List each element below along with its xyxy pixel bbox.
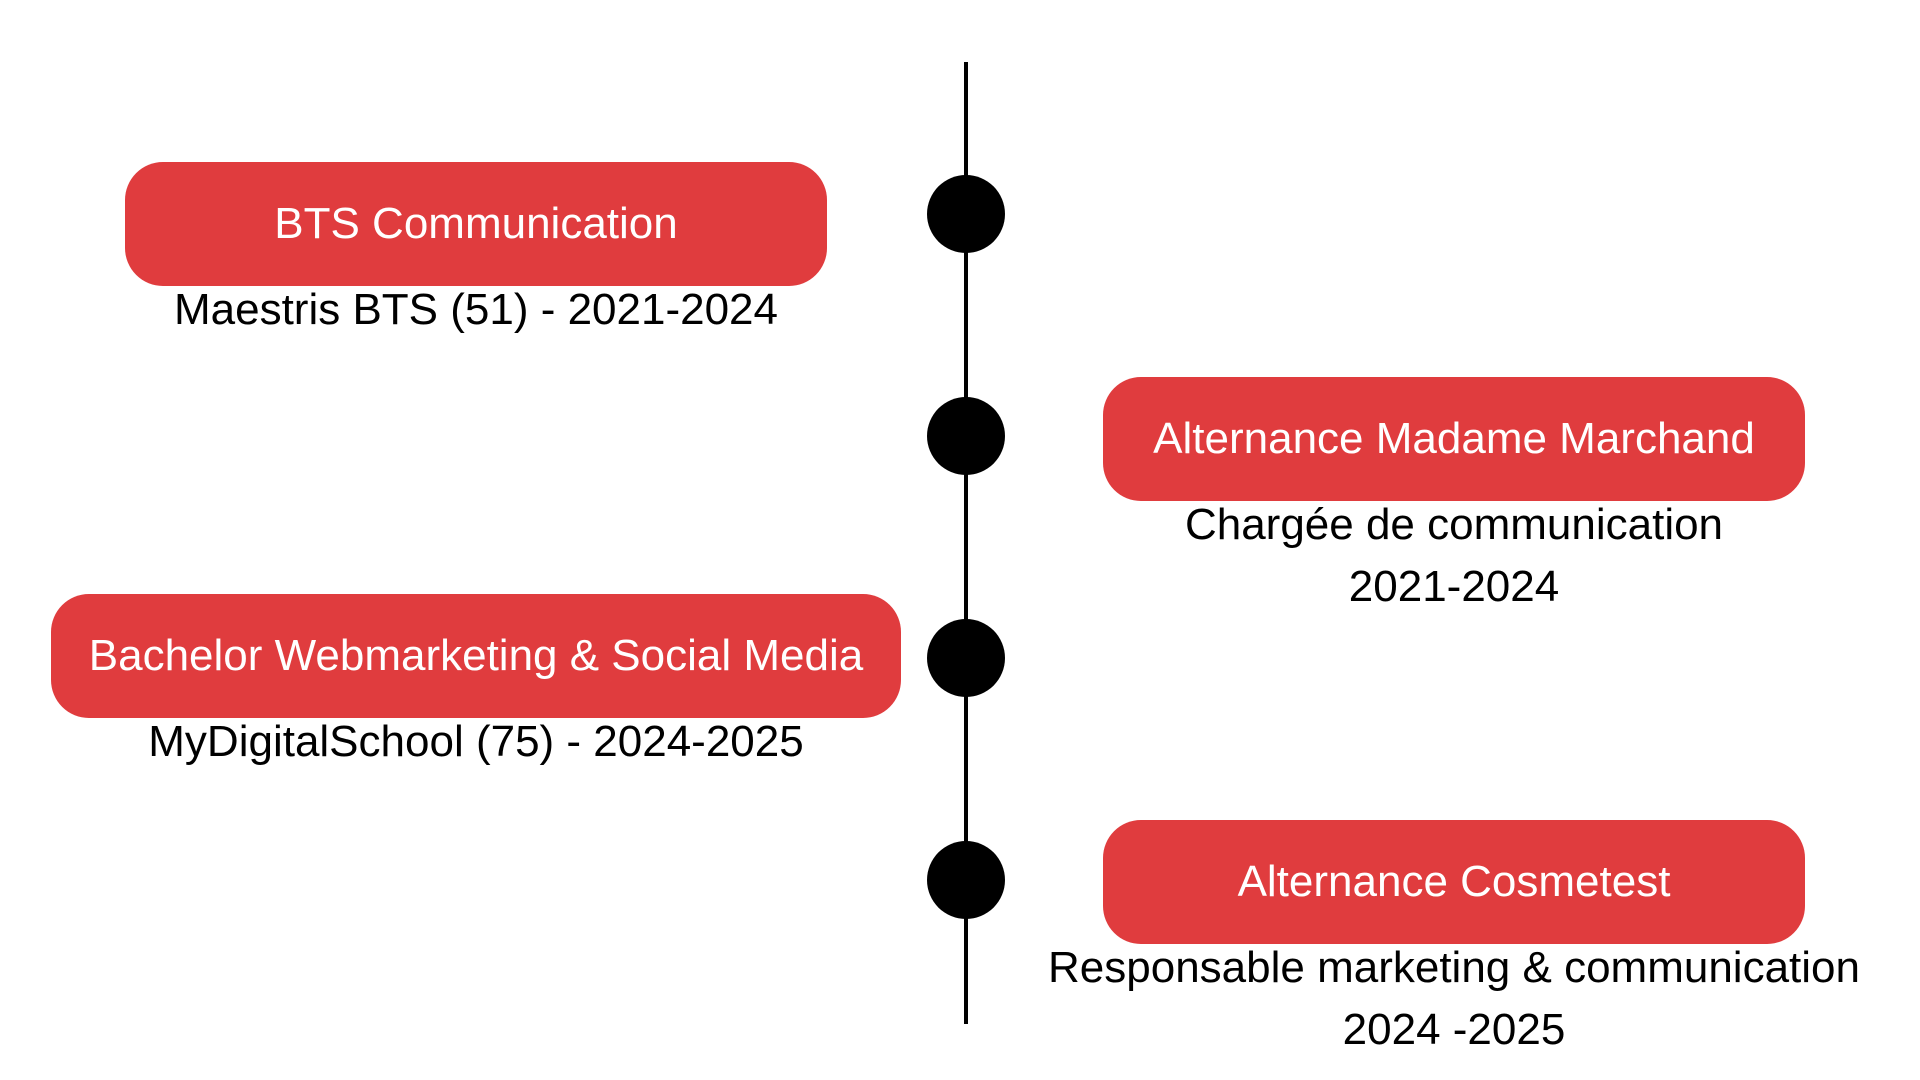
timeline-item-2-detail: Chargée de communication 2021-2024: [1054, 494, 1854, 618]
timeline-item-2-line-2: 2021-2024: [1348, 562, 1560, 611]
timeline-item-4-title-text: Alternance Cosmetest: [1237, 857, 1671, 906]
timeline-item-2-title-text: Alternance Madame Marchand: [1153, 414, 1755, 463]
timeline-item-2-title: Alternance Madame Marchand: [1103, 377, 1805, 501]
timeline-item-3-detail: MyDigitalSchool (75) - 2024-2025: [51, 711, 901, 773]
timeline-item-4-detail: Responsable marketing & communication 20…: [1044, 937, 1864, 1061]
timeline-item-4-line-1: Responsable marketing & communication: [1048, 943, 1860, 992]
timeline-item-2-line-1: Chargée de communication: [1184, 500, 1724, 549]
timeline-item-1-title: BTS Communication: [125, 162, 827, 286]
timeline-item-1-title-text: BTS Communication: [274, 199, 678, 248]
timeline-item-3-title: Bachelor Webmarketing & Social Media: [51, 594, 901, 718]
timeline-node-4: [927, 841, 1005, 919]
timeline-item-3-line-1: MyDigitalSchool (75) - 2024-2025: [148, 717, 804, 766]
timeline-item-4-line-2: 2024 -2025: [1342, 1005, 1566, 1054]
timeline-axis: [964, 62, 968, 1024]
timeline-item-3-title-text: Bachelor Webmarketing & Social Media: [88, 631, 864, 680]
timeline-item-1-line-1: Maestris BTS (51) - 2021-2024: [173, 285, 779, 334]
timeline-node-3: [927, 619, 1005, 697]
timeline-item-4-title: Alternance Cosmetest: [1103, 820, 1805, 944]
timeline-item-1-detail: Maestris BTS (51) - 2021-2024: [125, 279, 827, 341]
timeline-node-1: [927, 175, 1005, 253]
timeline-node-2: [927, 397, 1005, 475]
